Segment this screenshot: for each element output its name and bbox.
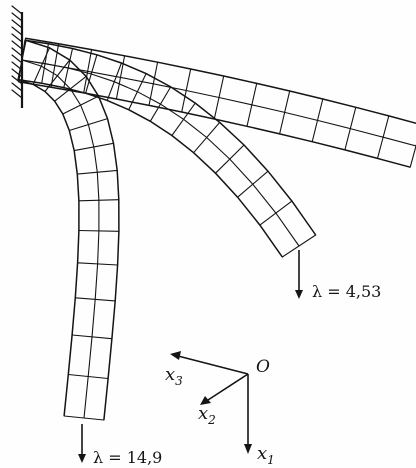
low-cross-line	[62, 95, 100, 115]
deformed-beam-mesh-lambda-14-9	[17, 39, 120, 421]
straight-cross-line	[409, 143, 416, 168]
straight-cross-line	[311, 98, 324, 143]
mid-cross-line	[214, 144, 245, 174]
hatch-line	[11, 89, 23, 99]
low-cross-line	[32, 47, 51, 85]
mid-cross-line	[281, 234, 317, 258]
wall-hatching	[11, 5, 23, 99]
low-cross-line	[71, 334, 113, 340]
deformed-beam-mesh-lambda-4-53	[18, 39, 317, 258]
hatch-line	[11, 33, 23, 43]
lambda-label-mid: λ = 4,53	[312, 282, 381, 301]
x1-axis-label: x1	[257, 443, 275, 467]
load-arrow-low	[78, 424, 86, 463]
mid-cross-line	[85, 54, 98, 94]
straight-longitudinal-line	[21, 59, 416, 147]
straight-cross-line	[83, 49, 93, 94]
hatch-line	[11, 47, 23, 57]
straight-cross-line	[279, 90, 291, 135]
mid-cross-line	[237, 170, 269, 198]
straight-cross-line	[213, 75, 225, 120]
straight-cross-line	[376, 115, 390, 159]
origin-label: O	[256, 357, 270, 377]
mid-cross-line	[41, 43, 49, 84]
hatch-line	[11, 68, 23, 78]
clamped-wall	[11, 5, 24, 108]
straight-cross-line	[344, 106, 357, 151]
hatch-line	[11, 5, 23, 15]
low-cross-line	[74, 297, 116, 302]
low-cross-line	[73, 142, 115, 152]
low-cross-line	[77, 262, 119, 266]
hatch-line	[11, 26, 23, 36]
low-longitudinal-line	[21, 59, 100, 419]
mid-longitudinal-line	[24, 39, 317, 236]
low-cross-line	[67, 373, 109, 380]
load-arrow-mid	[295, 250, 303, 299]
low-cross-line	[78, 199, 120, 202]
mid-cross-line	[128, 73, 147, 111]
low-cross-line	[17, 39, 27, 81]
mid-cross-line	[171, 102, 196, 137]
low-cross-line	[63, 415, 105, 421]
low-cross-line	[68, 118, 109, 132]
mid-cross-line	[193, 121, 221, 154]
hatch-line	[11, 40, 23, 50]
mid-cross-line	[149, 86, 172, 122]
x2-axis-label: x2	[198, 403, 216, 427]
hatch-line	[11, 82, 23, 92]
x3-axis-label: x3	[165, 364, 183, 388]
low-cross-line	[44, 59, 71, 93]
mid-cross-line	[106, 62, 122, 101]
mid-cross-line	[63, 47, 74, 89]
hatch-line	[11, 54, 23, 64]
straight-cross-line	[246, 82, 258, 127]
low-cross-line	[54, 75, 87, 102]
mid-cross-line	[259, 200, 293, 226]
low-cross-line	[76, 169, 118, 175]
coordinate-axes	[170, 351, 252, 454]
lambda-label-low: λ = 14,9	[93, 448, 162, 467]
low-cross-line	[78, 229, 120, 232]
hatch-line	[11, 19, 23, 29]
straight-cross-line	[181, 68, 192, 113]
hatch-line	[11, 12, 23, 22]
